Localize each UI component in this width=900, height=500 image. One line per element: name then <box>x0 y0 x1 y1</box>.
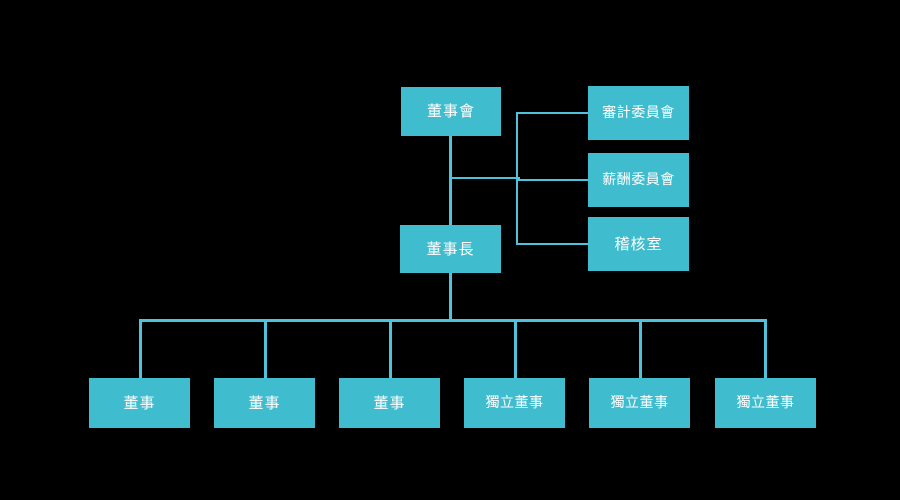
org-node-label: 董事 <box>123 393 156 412</box>
connector-spine-to-audit-office <box>516 243 588 245</box>
connector-board-to-chairman-trunk <box>449 136 452 225</box>
org-node-label: 董事長 <box>426 239 475 258</box>
org-node-indep-2[interactable]: 獨立董事 <box>589 378 690 428</box>
org-node-board[interactable]: 董事會 <box>401 87 501 136</box>
org-node-director-1[interactable]: 董事 <box>89 378 190 428</box>
org-node-chairman[interactable]: 董事長 <box>400 225 501 273</box>
connector-chairman-drop <box>449 273 452 321</box>
org-node-label: 獨立董事 <box>736 395 795 411</box>
org-node-indep-1[interactable]: 獨立董事 <box>464 378 565 428</box>
org-node-label: 獨立董事 <box>485 395 544 411</box>
org-node-audit-cmte[interactable]: 審計委員會 <box>588 86 689 140</box>
connector-distribution-bar <box>139 319 766 322</box>
org-node-comp-cmte[interactable]: 薪酬委員會 <box>588 153 689 207</box>
org-node-label: 稽核室 <box>614 234 663 253</box>
org-node-label: 審計委員會 <box>602 105 675 121</box>
connector-drop-director-1 <box>139 319 142 378</box>
org-node-label: 獨立董事 <box>610 395 669 411</box>
connector-drop-indep-1 <box>514 319 517 378</box>
connector-committee-spine <box>516 113 518 244</box>
org-node-label: 薪酬委員會 <box>602 172 675 188</box>
org-node-label: 董事 <box>373 393 406 412</box>
org-node-director-2[interactable]: 董事 <box>214 378 315 428</box>
org-node-indep-3[interactable]: 獨立董事 <box>715 378 816 428</box>
connector-committee-branch-stem <box>449 177 520 179</box>
org-node-label: 董事會 <box>426 102 475 120</box>
connector-spine-to-comp-cmte <box>516 179 588 181</box>
org-node-label: 董事 <box>248 393 281 412</box>
connector-drop-director-3 <box>389 319 392 378</box>
connector-spine-to-audit-cmte <box>516 112 588 114</box>
connector-drop-indep-2 <box>639 319 642 378</box>
connector-drop-director-2 <box>264 319 267 378</box>
connector-drop-indep-3 <box>764 319 767 378</box>
org-node-director-3[interactable]: 董事 <box>339 378 440 428</box>
org-node-audit-office[interactable]: 稽核室 <box>588 217 689 271</box>
